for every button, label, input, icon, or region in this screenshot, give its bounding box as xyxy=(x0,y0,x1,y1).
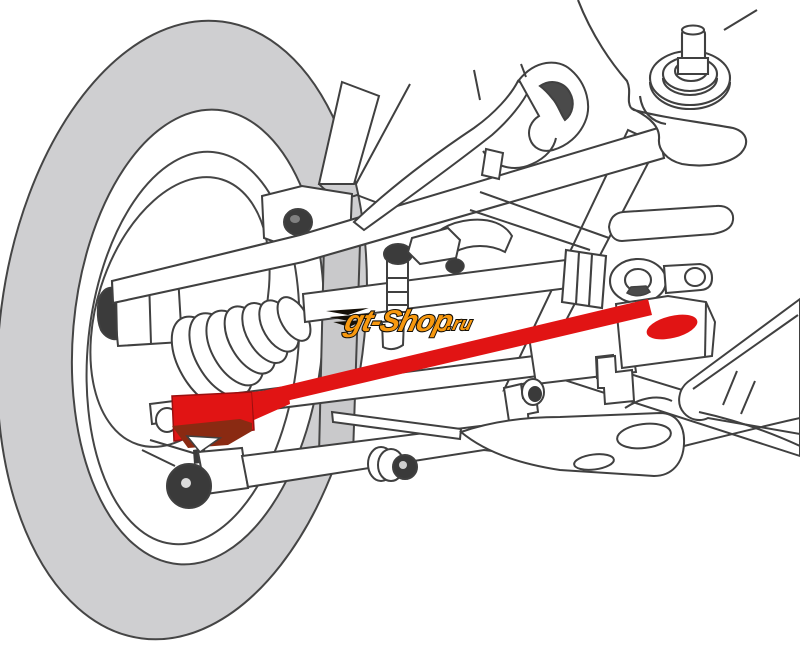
svg-text:gt-Shop: gt-Shop xyxy=(340,304,456,337)
svg-text:.ru: .ru xyxy=(445,314,475,335)
